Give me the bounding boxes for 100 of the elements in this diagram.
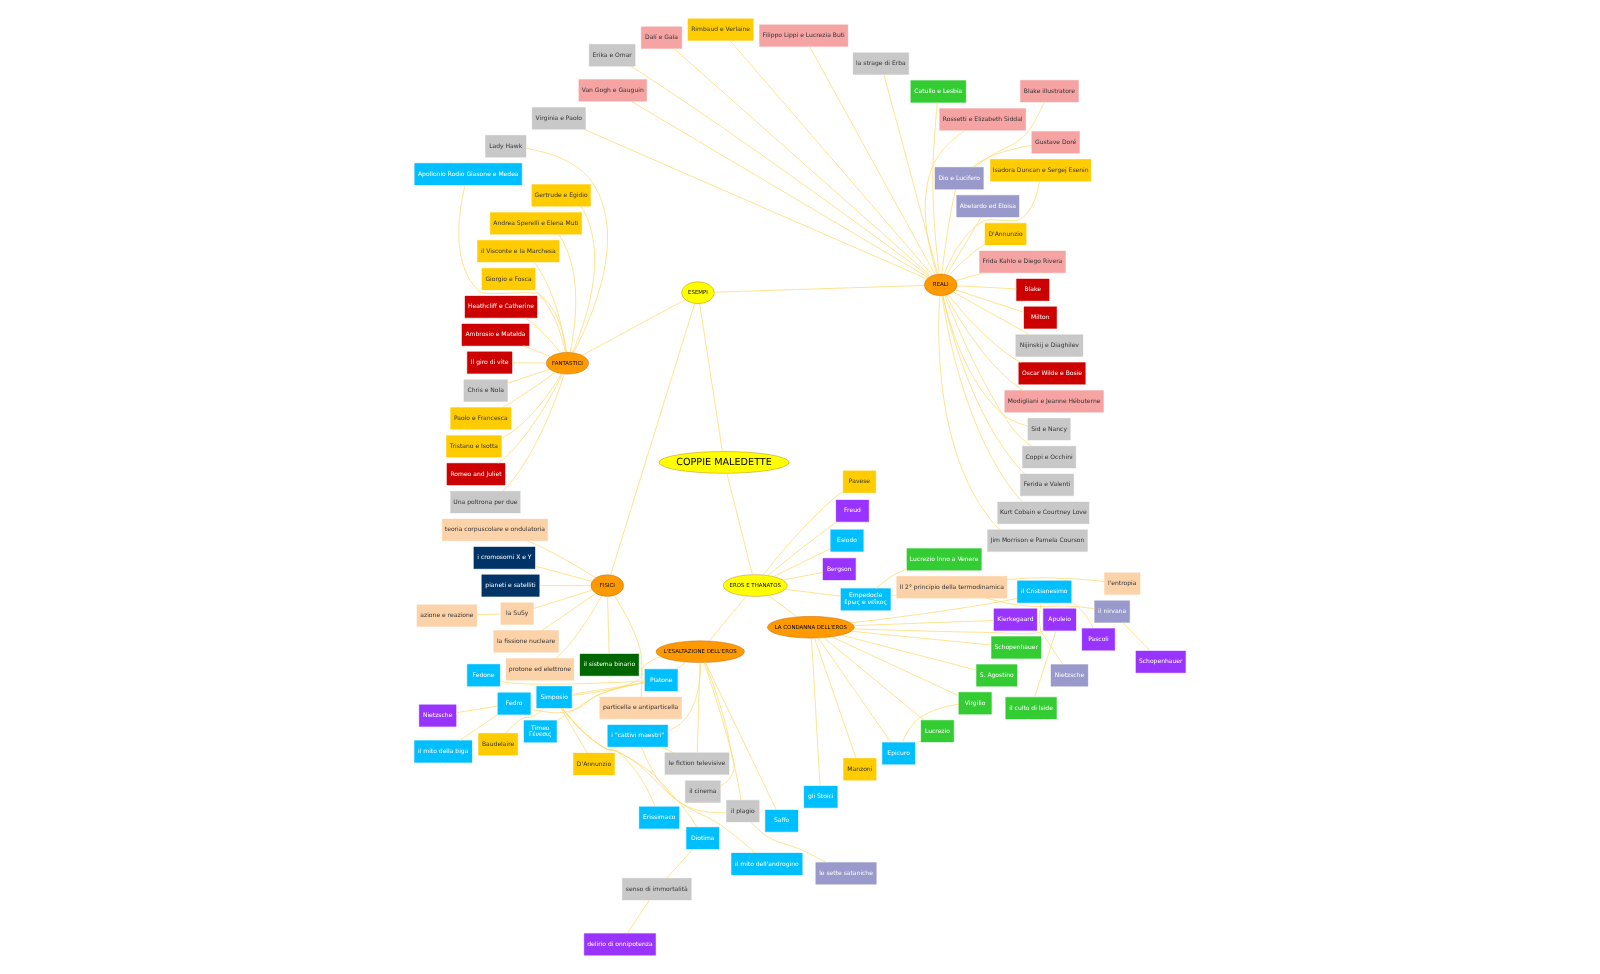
connector (853, 620, 995, 626)
connector (630, 65, 931, 278)
connector (708, 595, 747, 642)
connector (497, 373, 563, 464)
connector (1039, 602, 1063, 665)
connector (876, 568, 908, 589)
connector (1006, 577, 1105, 582)
connector (541, 593, 597, 631)
connector (673, 48, 932, 277)
connector (1034, 630, 1057, 698)
connector (924, 130, 965, 275)
connector (817, 637, 892, 743)
connector (534, 565, 593, 582)
connector (823, 637, 925, 721)
connector (814, 637, 857, 759)
connector (699, 303, 723, 452)
connector (902, 704, 960, 743)
connector (831, 636, 960, 696)
connector (773, 548, 831, 577)
connector (942, 295, 1026, 475)
connector (557, 233, 577, 353)
connector (750, 821, 827, 863)
connector (809, 46, 936, 275)
connector (675, 661, 687, 670)
connector (667, 662, 702, 732)
connector (944, 295, 1032, 447)
connector (883, 74, 939, 275)
connector (853, 628, 1045, 635)
connector (660, 746, 675, 754)
connector (476, 613, 502, 616)
connector (945, 294, 1024, 391)
connector (946, 216, 982, 276)
connector (530, 682, 645, 714)
connector (581, 299, 686, 356)
connector (533, 589, 593, 609)
connector (630, 101, 929, 278)
connector (459, 714, 499, 741)
connector (947, 294, 1022, 363)
connector (973, 101, 1045, 168)
connector (914, 740, 922, 745)
connector (507, 368, 551, 384)
connector (522, 345, 551, 357)
connector (703, 662, 742, 801)
connector (458, 184, 567, 353)
connector (948, 243, 986, 276)
connector (555, 595, 603, 659)
connector (583, 128, 928, 280)
connector (666, 848, 694, 879)
connector (561, 707, 698, 828)
connector (955, 289, 1025, 313)
connector (526, 540, 596, 579)
connector (556, 682, 646, 722)
connector (840, 634, 977, 671)
connector (561, 707, 756, 854)
connector (610, 303, 696, 576)
connector (941, 295, 1023, 503)
connector (704, 662, 735, 787)
connector (524, 317, 561, 354)
connector (511, 362, 547, 364)
connector (561, 707, 656, 807)
connector (539, 585, 592, 586)
connector (782, 571, 824, 581)
connector (955, 272, 984, 281)
connector (533, 261, 567, 353)
connector (811, 638, 821, 787)
connector (613, 595, 643, 698)
connector (607, 596, 610, 655)
connector (763, 491, 844, 576)
connector (729, 40, 933, 276)
connector (714, 285, 925, 293)
connector (502, 371, 556, 408)
connector (938, 295, 1001, 531)
connector (534, 289, 566, 353)
connector (502, 373, 565, 492)
connector (942, 295, 1029, 427)
connector (971, 144, 1033, 168)
connector (705, 662, 777, 811)
connector (499, 680, 646, 685)
connector (455, 705, 499, 714)
connector (941, 188, 957, 275)
connector (767, 521, 837, 576)
connector (932, 102, 940, 275)
connector (850, 598, 1018, 624)
connector (572, 206, 595, 353)
connector (560, 707, 588, 754)
connector (851, 630, 992, 646)
connector (953, 291, 1030, 335)
connector (956, 285, 1017, 290)
connector (525, 148, 608, 353)
connector (890, 594, 897, 597)
connector (696, 662, 701, 754)
connector (726, 472, 753, 575)
connector (505, 707, 545, 734)
connector (985, 597, 1095, 610)
connector (768, 595, 798, 618)
connector (501, 373, 562, 439)
connector (571, 682, 646, 695)
connector (1071, 601, 1094, 629)
connector (944, 180, 1040, 275)
connector (641, 746, 727, 814)
